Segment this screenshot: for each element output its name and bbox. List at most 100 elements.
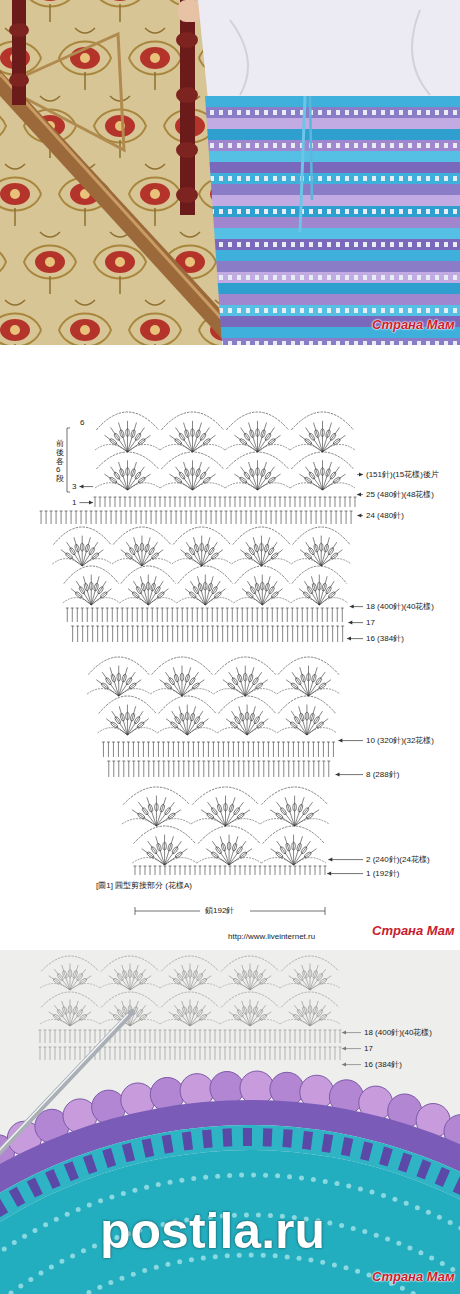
stitch-top — [289, 1030, 292, 1031]
stitch-post — [266, 511, 267, 524]
skirt-stripe — [200, 173, 460, 184]
stitch-post — [155, 1047, 156, 1060]
wallpaper-stem — [145, 300, 165, 345]
stitch-top — [179, 497, 182, 498]
stitch-top — [144, 1030, 147, 1031]
stitch-spoke — [242, 1001, 250, 1026]
skirt-hole — [300, 275, 304, 280]
banister-turn — [176, 32, 198, 48]
puff-stitch — [168, 677, 176, 686]
stitch-post — [178, 761, 179, 777]
stitch-top — [207, 742, 210, 743]
stitch-post — [207, 608, 208, 622]
stitch-post — [177, 608, 178, 622]
stitch-top — [307, 761, 310, 762]
stitch-post — [202, 626, 203, 642]
stitch-post — [165, 866, 166, 875]
stitch-spoke — [323, 423, 332, 452]
stitch-top — [306, 626, 309, 627]
stitch-post — [238, 742, 239, 757]
stitch-top — [264, 497, 267, 498]
stitch-post — [340, 1030, 341, 1043]
stitch-top — [296, 626, 299, 627]
stitch-top — [296, 608, 299, 609]
skirt-hole — [255, 110, 259, 115]
stitch-post — [230, 866, 231, 875]
skirt-photo — [0, 0, 460, 345]
stitch-top — [142, 742, 145, 743]
skirt-hole — [237, 341, 241, 345]
skirt-hole — [237, 110, 241, 115]
stitch-post — [133, 761, 134, 777]
skirt-hole — [363, 143, 367, 148]
chain-arc — [54, 527, 111, 545]
skirt-stripe — [200, 206, 460, 217]
chain-arc — [221, 956, 279, 971]
skirt-stripe — [200, 151, 460, 162]
skirt-hole — [273, 143, 277, 148]
skirt-hole — [210, 209, 214, 214]
skirt-hole — [408, 176, 412, 181]
puff-stitch — [248, 970, 252, 978]
puff-stitch — [233, 807, 241, 816]
skirt-hole — [426, 308, 430, 313]
stitch-post — [145, 1047, 146, 1060]
stitch-top — [76, 608, 79, 609]
stitch-post — [128, 761, 129, 777]
skirt-hole — [363, 341, 367, 345]
stitch-post — [300, 497, 301, 507]
stitch-spoke — [76, 581, 91, 605]
skirt-stripe — [200, 217, 460, 228]
chain-arc — [281, 956, 339, 971]
stitch-post — [240, 1047, 241, 1060]
stitch-post — [162, 626, 163, 642]
stitch-spoke — [258, 428, 275, 452]
stitch-post — [231, 511, 232, 524]
stitch-top — [55, 511, 58, 512]
stitch-spoke — [190, 963, 191, 990]
chain-arc — [95, 444, 160, 452]
stitch-top — [165, 511, 168, 512]
stitch-top — [185, 511, 188, 512]
stitch-top — [279, 1030, 282, 1031]
stitch-spoke — [249, 462, 258, 490]
stitch-top — [304, 866, 307, 867]
stitch-post — [105, 1047, 106, 1060]
stitch-spoke — [174, 969, 190, 990]
stitch-top — [157, 742, 160, 743]
stitch-post — [150, 1030, 151, 1043]
stitch-top — [169, 1030, 172, 1031]
wallpaper-motif — [0, 232, 6, 294]
stitch-post — [218, 761, 219, 777]
stitch-top — [194, 497, 197, 498]
puff-stitch — [112, 1013, 121, 1020]
stitch-top — [311, 608, 314, 609]
stitch-top — [341, 608, 344, 609]
stitch-top — [96, 626, 99, 627]
chain-arc — [261, 858, 326, 865]
stitch-spoke — [193, 537, 201, 566]
stitch-post — [218, 742, 219, 757]
skirt-hole — [444, 209, 448, 214]
puff-stitch — [318, 682, 327, 690]
stitch-top — [131, 626, 134, 627]
stitch-post — [280, 1047, 281, 1060]
puff-stitch — [245, 712, 249, 720]
stitch-top — [244, 497, 247, 498]
stitch-post — [355, 497, 356, 507]
stitch-post — [317, 608, 318, 622]
stitch-top — [122, 761, 125, 762]
stitch-top — [229, 1047, 232, 1048]
stitch-top — [220, 511, 223, 512]
wallpaper-motif — [0, 300, 41, 345]
stitch-post — [200, 1047, 201, 1060]
stitch-top — [244, 1047, 247, 1048]
puff-stitch — [148, 804, 154, 813]
stitch-top — [341, 626, 344, 627]
stitch-post — [287, 608, 288, 622]
stitch-top — [282, 761, 285, 762]
stitch-top — [271, 608, 274, 609]
wallpaper-flower — [0, 183, 30, 205]
stitch-post — [248, 761, 249, 777]
stitch-top — [294, 866, 297, 867]
